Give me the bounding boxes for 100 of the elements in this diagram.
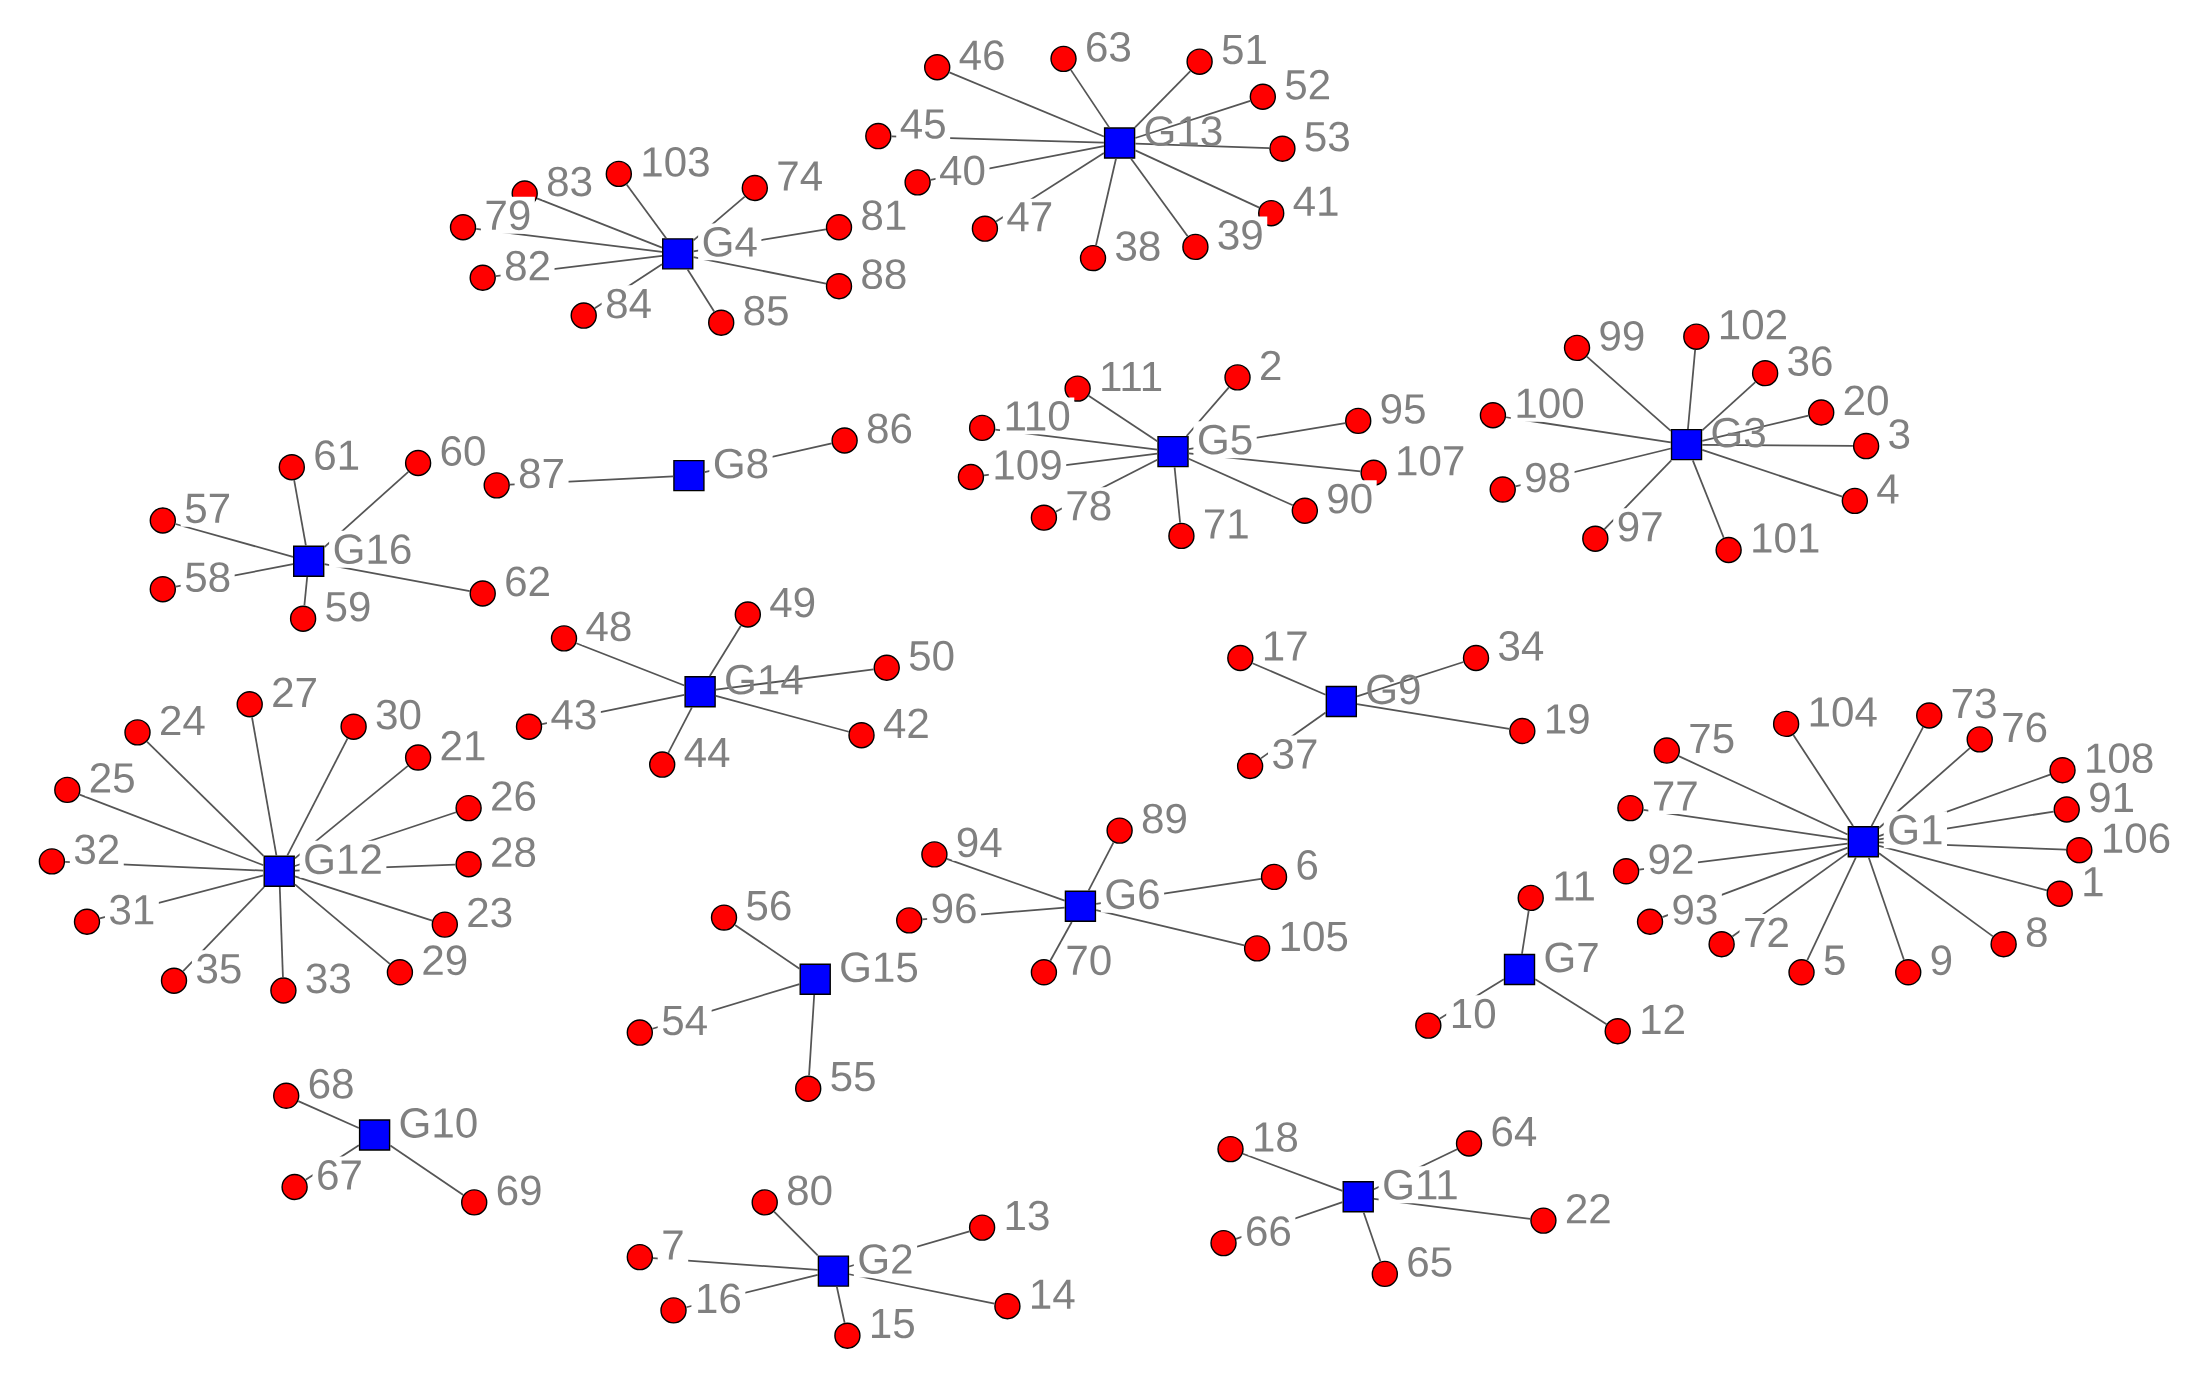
node-label: 68 [304,1065,359,1103]
square-node [1670,428,1703,461]
connector-line [1187,457,1294,507]
circle-node [1636,908,1664,935]
node-label: 22 [1561,1190,1616,1227]
circle-node [54,776,81,803]
connector-line [734,924,801,970]
circle-node [896,907,923,934]
node-label: 1 [2077,863,2109,900]
circle-node [1371,1260,1399,1287]
square-node [1342,1181,1374,1213]
circle-node [1479,401,1507,429]
circle-node [1653,737,1681,764]
square-node [662,238,694,270]
circle-node [1509,717,1536,745]
circle-node [1489,476,1516,503]
node-label: 47 [1002,198,1057,235]
circle-node [455,850,482,878]
circle-node [1788,959,1815,986]
square-node [1103,127,1136,159]
node-label: 57 [180,490,235,527]
connector-line [1806,856,1857,962]
circle-node [1808,399,1835,426]
node-label: 38 [1110,227,1165,265]
connector-line [294,883,391,965]
node-label: 107 [1391,442,1469,480]
node-label: 111 [1095,358,1167,395]
connector-line [1134,70,1192,129]
connector-line [1134,142,1271,149]
connector-line [1087,841,1115,892]
circle-node [1243,935,1271,962]
node-label: 42 [879,704,934,742]
circle-node [1182,233,1209,260]
circle-node [825,272,853,300]
square-node [684,675,716,708]
node-label: 82 [500,247,555,285]
connector-line [1534,978,1608,1025]
circle-node [469,580,496,607]
connector-line [945,857,1066,902]
square-node [293,545,325,577]
connector-line [1603,459,1673,530]
circle-node [1617,794,1644,822]
circle-node [994,1292,1021,1320]
connector-line [1173,466,1181,524]
connector-line [536,197,663,249]
connector-line [1878,844,2048,892]
connector-line [714,694,850,733]
connector-line [389,1144,465,1196]
circle-node [2066,836,2093,864]
connector-line [835,1285,846,1324]
connector-line [1251,662,1327,696]
node-label: 10 [1446,995,1501,1032]
square-node [673,459,705,492]
circle-node [236,690,263,718]
node-label: 15 [865,1305,920,1342]
circle-node [1708,930,1735,958]
node-label: 11 [1548,867,1600,904]
square-node [799,963,831,995]
node-label: 6 [1291,846,1323,884]
circle-node [1582,525,1609,552]
node-label: 50 [904,637,959,675]
node-label: 55 [826,1058,881,1095]
node-label: 52 [1280,66,1335,104]
circle-node [873,654,900,681]
node-label: 67 [312,1156,367,1194]
node-label: 98 [1520,459,1575,496]
node-label: 27 [267,673,322,711]
node-label: 92 [1644,840,1698,878]
connector-line [1867,856,1905,961]
node-label: 32 [69,830,124,868]
connector-line [251,716,278,857]
node-label: 30 [371,696,426,734]
circle-node [660,1297,687,1324]
node-label: 7 [657,1226,689,1263]
circle-node [751,1189,778,1216]
node-label: G5 [1193,421,1257,459]
connector-line [1134,149,1261,209]
connector-line [1130,157,1189,237]
circle-node [848,721,875,749]
node-label: 77 [1648,777,1703,814]
circle-node [73,908,101,935]
circle-node [273,1082,300,1109]
node-label: 81 [856,196,911,234]
node-label: 105 [1275,917,1353,955]
connector-line [773,1210,819,1257]
connector-line [1185,386,1230,437]
circle-node [1079,244,1107,272]
connector-line [808,994,816,1077]
node-label: 33 [301,959,356,997]
connector-line [1878,852,1994,938]
circle-node [1249,83,1277,110]
node-label: 29 [417,941,472,979]
node-label: 69 [492,1171,547,1209]
node-label: 86 [862,409,917,447]
node-label: 17 [1258,627,1313,664]
connector-line [174,523,294,558]
connector-line [323,563,471,592]
node-label: 87 [514,454,569,492]
node-label: 94 [952,823,1007,861]
circle-node [1841,487,1869,514]
